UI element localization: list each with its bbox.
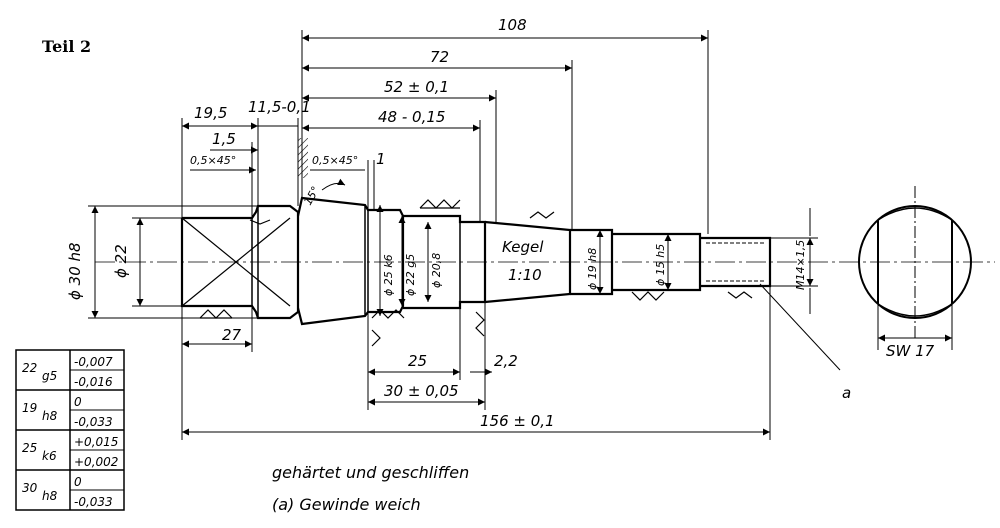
dim-19-5: 19,5	[194, 104, 227, 122]
dia-22g5: ϕ 22 g5	[404, 254, 417, 296]
tolerance-upper: 0	[74, 395, 82, 409]
dim-1-5: 1,5	[212, 130, 236, 148]
end-view-dims	[877, 186, 953, 350]
tolerance-upper: +0,015	[74, 435, 118, 449]
dim-52: 52 ± 0,1	[384, 78, 449, 96]
tolerance-lower: -0,033	[74, 495, 113, 509]
label-a: a	[842, 384, 851, 402]
hatch-area	[298, 138, 308, 178]
note-hardened: gehärtet und geschliffen	[272, 463, 469, 482]
dim-25: 25	[408, 352, 427, 370]
dia-19h8: ϕ 19 h8	[586, 248, 599, 290]
shaft-outline	[180, 196, 772, 326]
dim-11-5: 11,5-0,1	[248, 98, 311, 116]
tolerance-upper: -0,007	[74, 355, 113, 369]
tolerance-fit: 25	[22, 441, 37, 455]
tolerance-lower: -0,016	[74, 375, 113, 389]
dim-30: 30 ± 0,05	[384, 382, 459, 400]
dim-72: 72	[430, 48, 449, 66]
tolerance-table	[15, 349, 125, 511]
chamfer-right: 0,5×45°	[312, 154, 358, 167]
dia-20-8: ϕ 20,8	[430, 253, 443, 288]
tolerance-fit: 22	[22, 361, 37, 375]
kegel-ratio: 1:10	[508, 266, 542, 284]
dia-30h8: ϕ 30 h8	[66, 242, 84, 300]
dim-1: 1	[376, 150, 386, 168]
tolerance-fit-class: g5	[42, 369, 57, 383]
tolerance-fit: 30	[22, 481, 38, 495]
tolerance-fit-class: k6	[42, 449, 57, 463]
tolerance-upper: 0	[74, 475, 82, 489]
dim-2-2: 2,2	[494, 352, 518, 370]
dia-15h5: ϕ 15 h5	[654, 244, 667, 286]
tolerance-rows: 22 g5 -0,007 -0,016 19 h8 0 -0,033 25 k6 +0,015 +0,…	[22, 355, 118, 509]
angle-15: 15°	[301, 184, 322, 207]
kegel-label: Kegel	[502, 238, 544, 256]
tolerance-lower: -0,033	[74, 415, 113, 429]
dim-108: 108	[498, 16, 527, 34]
dim-156: 156 ± 0,1	[480, 412, 555, 430]
dimension-lines	[88, 30, 841, 440]
dim-48: 48 - 0,15	[378, 108, 445, 126]
thread-m14: M14×1,5	[794, 240, 807, 290]
dim-27: 27	[222, 326, 242, 344]
dia-22: ϕ 22	[112, 244, 130, 278]
note-thread: (a) Gewinde weich	[272, 495, 421, 514]
tolerance-fit-class: h8	[42, 489, 58, 503]
tolerance-lower: +0,002	[74, 455, 118, 469]
tolerance-fit-class: h8	[42, 409, 58, 423]
page-title: Teil 2	[42, 37, 91, 56]
chamfer-left: 0,5×45°	[190, 154, 236, 167]
dia-25k6: ϕ 25 k6	[382, 254, 395, 296]
tolerance-fit: 19	[22, 401, 37, 415]
dim-sw17: SW 17	[886, 342, 935, 360]
